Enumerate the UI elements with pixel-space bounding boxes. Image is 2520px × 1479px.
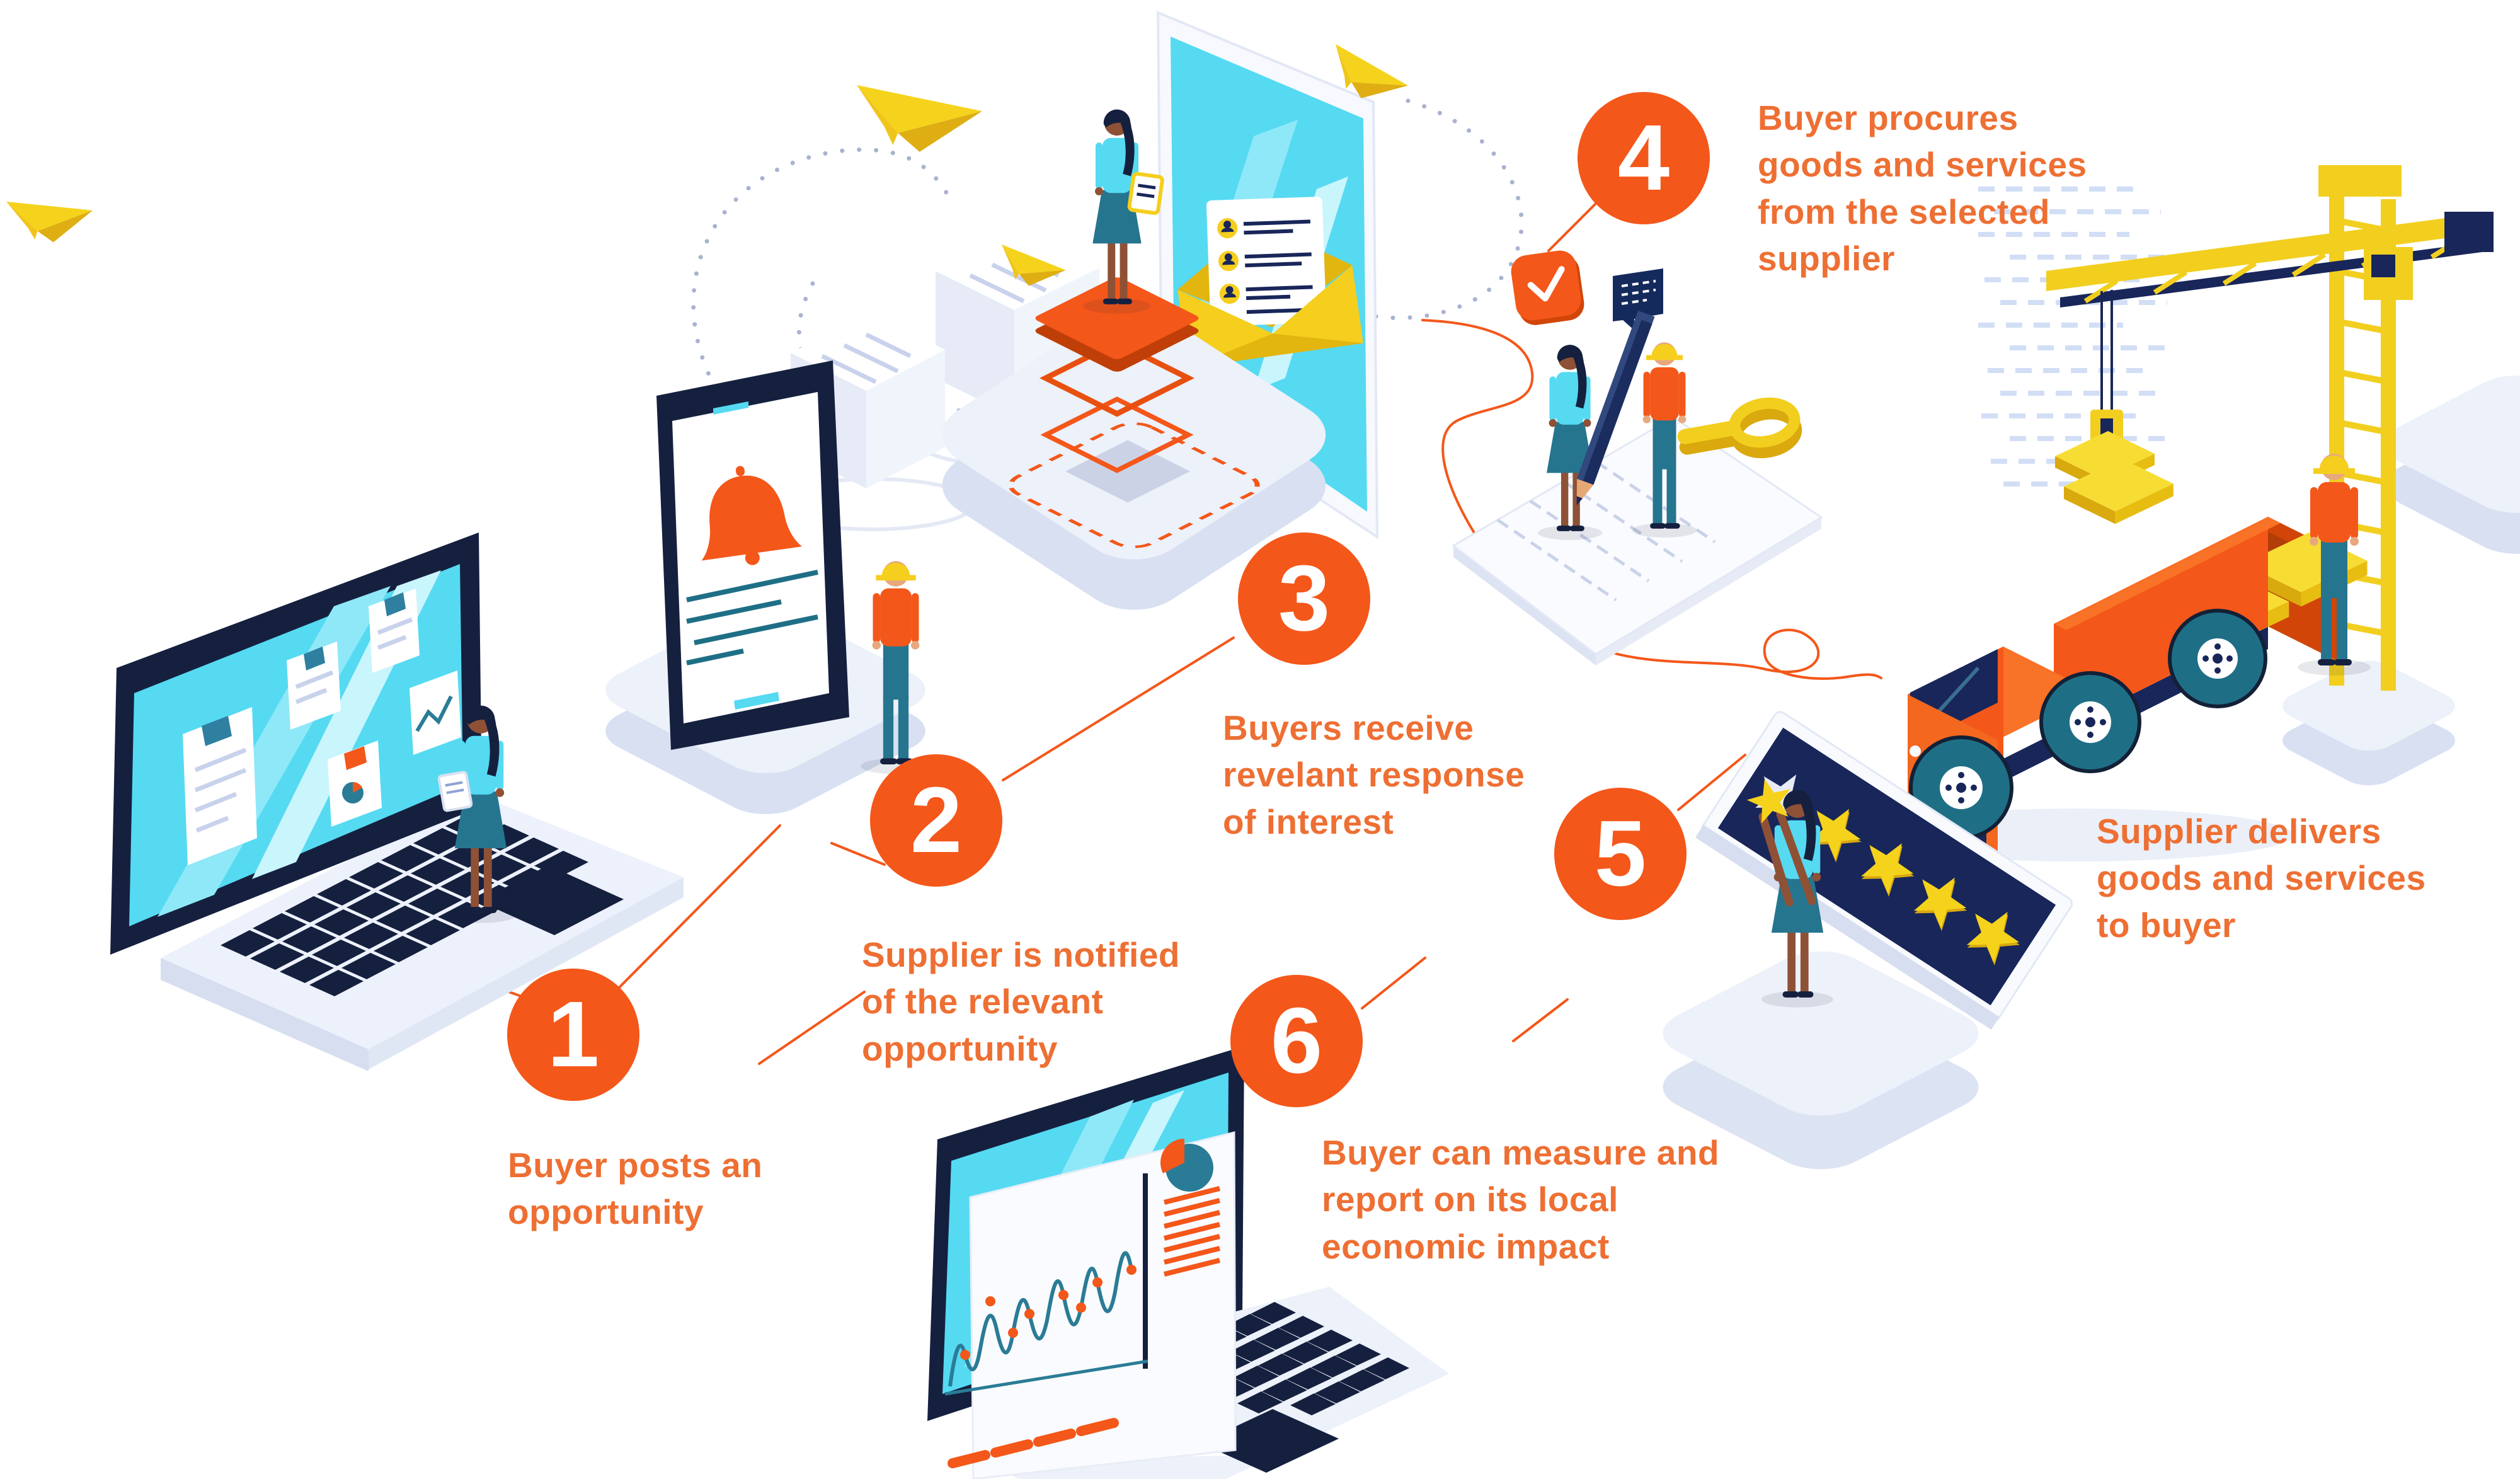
pie-chart-icon — [1160, 1139, 1213, 1192]
pedestal-diamonds — [1035, 277, 1199, 473]
step-4-label: Buyer procures goods and services from t… — [1758, 98, 2087, 278]
speech-bubble-icon — [1613, 268, 1663, 330]
raised-arms — [1758, 810, 1816, 907]
scene-analytics — [927, 1046, 1449, 1479]
envelope-screen — [1156, 10, 1379, 539]
pencil-icon — [1576, 310, 1655, 506]
touchpad — [479, 865, 624, 935]
step-4-badge: 4 — [1578, 92, 1710, 224]
notification-text-lines — [686, 570, 818, 665]
step-2-badge: 2 — [870, 754, 1002, 887]
scene-response-platform — [6, 10, 1414, 610]
envelope-icon — [1177, 197, 1363, 368]
step-6-badge: 6 — [1230, 975, 1363, 1107]
step-2-label: Supplier is notified of the relevant opp… — [862, 935, 1181, 1068]
scene-notification — [605, 360, 931, 815]
step-3-label: Buyers receive revelant response of inte… — [1223, 708, 1525, 841]
posted-notes — [183, 589, 461, 865]
crane — [2046, 165, 2494, 786]
paper-plane-icon — [6, 187, 97, 250]
held-card — [1127, 171, 1164, 216]
step-6-label: Buyer can measure and report on its loca… — [1322, 1133, 1720, 1266]
rating-platform — [1663, 951, 1979, 1170]
bell-icon — [701, 466, 803, 565]
shortlist-doc — [1217, 218, 1313, 314]
step-1-badge: 1 — [507, 969, 639, 1101]
line-chart-icon — [944, 1173, 1148, 1468]
step-5-label: Supplier delivers goods and services to … — [2097, 812, 2426, 945]
step-3-badge: 3 — [1238, 532, 1370, 665]
held-paper — [437, 771, 473, 812]
magnifier-icon — [1677, 397, 1802, 459]
contract-document — [1452, 416, 1823, 655]
check-icon — [1511, 250, 1584, 325]
analytics-touchpad — [1200, 1409, 1339, 1473]
side-platform — [2385, 376, 2520, 554]
scene-contract — [1452, 250, 1823, 665]
smartphone — [656, 360, 849, 750]
scene-post-opportunity — [110, 532, 684, 1071]
dashed-target-outline — [1008, 422, 1260, 548]
step-1-label: Buyer posts an opportunity — [508, 1146, 763, 1232]
paper-plane-icon — [857, 76, 985, 156]
report-text-lines — [1164, 1186, 1220, 1277]
scene-rating — [1663, 711, 2073, 1170]
pedestal-shadow — [1065, 440, 1190, 503]
step-5-badge: 5 — [1554, 788, 1687, 920]
